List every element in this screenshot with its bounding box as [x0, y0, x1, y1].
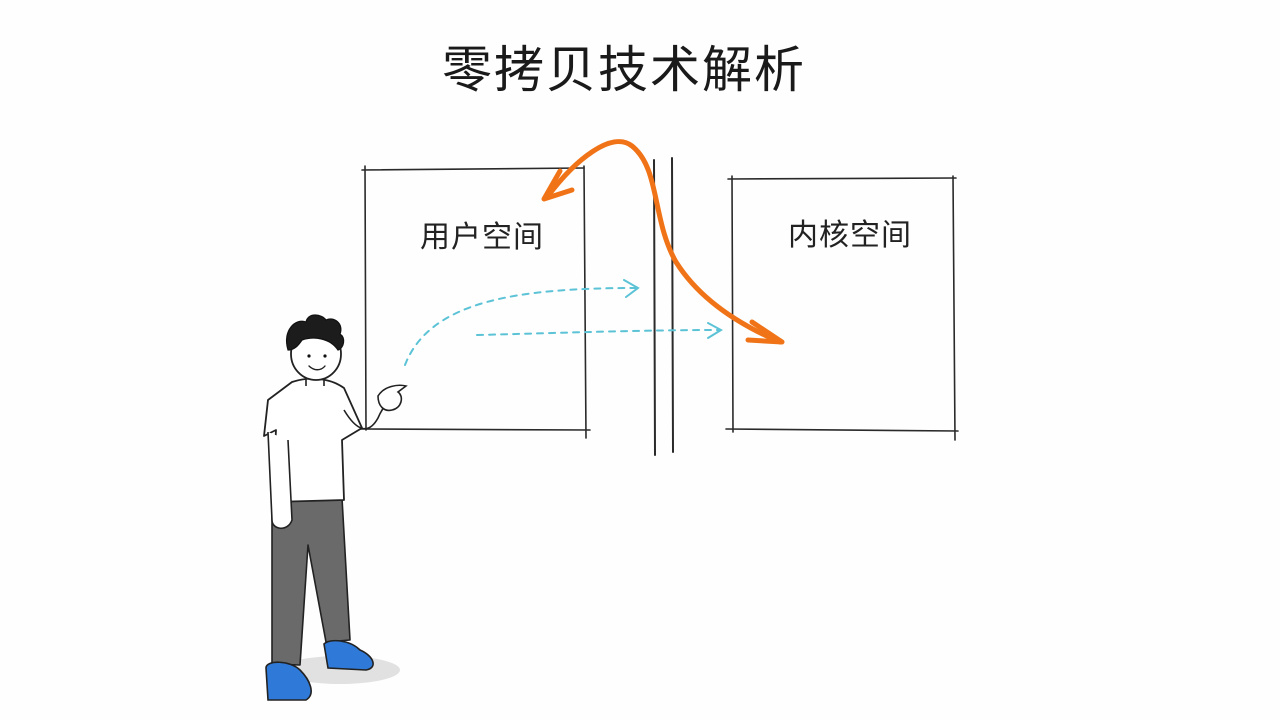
page-title: 零拷贝技术解析 [442, 41, 806, 99]
orange-arrow-head-left [541, 168, 575, 202]
person-pointing-hand [377, 384, 408, 412]
dashed-copy-arrows [404, 287, 719, 366]
person-left-arm [267, 431, 293, 530]
person-shoe-right [323, 639, 374, 671]
person-illustration [263, 314, 408, 701]
user-space-label: 用户空间 [420, 220, 544, 255]
user-space-box [359, 165, 591, 439]
boundary-divider [653, 157, 674, 456]
kernel-space-label: 内核空间 [788, 218, 912, 253]
dashed-arrow-upper [404, 287, 637, 366]
person-shoe-left [265, 661, 312, 701]
person-hair [286, 314, 345, 351]
kernel-space-box [725, 175, 959, 441]
dashed-arrow-upper-head [623, 279, 640, 298]
orange-arrow-head-right [745, 319, 785, 345]
dashed-arrow-lower [476, 329, 719, 336]
dashed-arrow-lower-head [707, 322, 724, 339]
orange-zero-copy-arrow [541, 139, 785, 345]
